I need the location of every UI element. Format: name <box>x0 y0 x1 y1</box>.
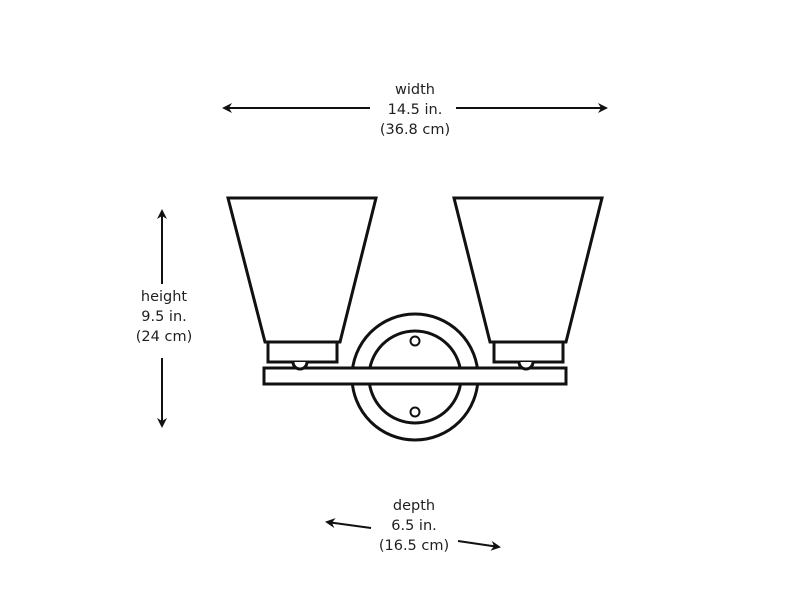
depth-arrow <box>325 518 501 551</box>
depth-imperial: 6.5 in. <box>391 518 437 534</box>
width-metric: (36.8 cm) <box>379 122 451 138</box>
height-metric: (24 cm) <box>135 329 193 345</box>
width-title: width <box>395 82 435 98</box>
backplate-screw-icon <box>409 335 421 418</box>
depth-dimension-label: depth 6.5 in. (16.5 cm) <box>362 496 466 556</box>
width-dimension-label: width 14.5 in. (36.8 cm) <box>365 80 465 140</box>
depth-metric: (16.5 cm) <box>378 538 450 554</box>
height-dimension-label: height 9.5 in. (24 cm) <box>116 287 212 347</box>
width-imperial: 14.5 in. <box>387 102 443 118</box>
right-shade <box>452 196 604 371</box>
height-imperial: 9.5 in. <box>141 309 187 325</box>
left-shade <box>226 196 378 371</box>
arm-bar <box>262 366 568 386</box>
height-title: height <box>140 289 188 305</box>
depth-title: depth <box>392 498 436 514</box>
